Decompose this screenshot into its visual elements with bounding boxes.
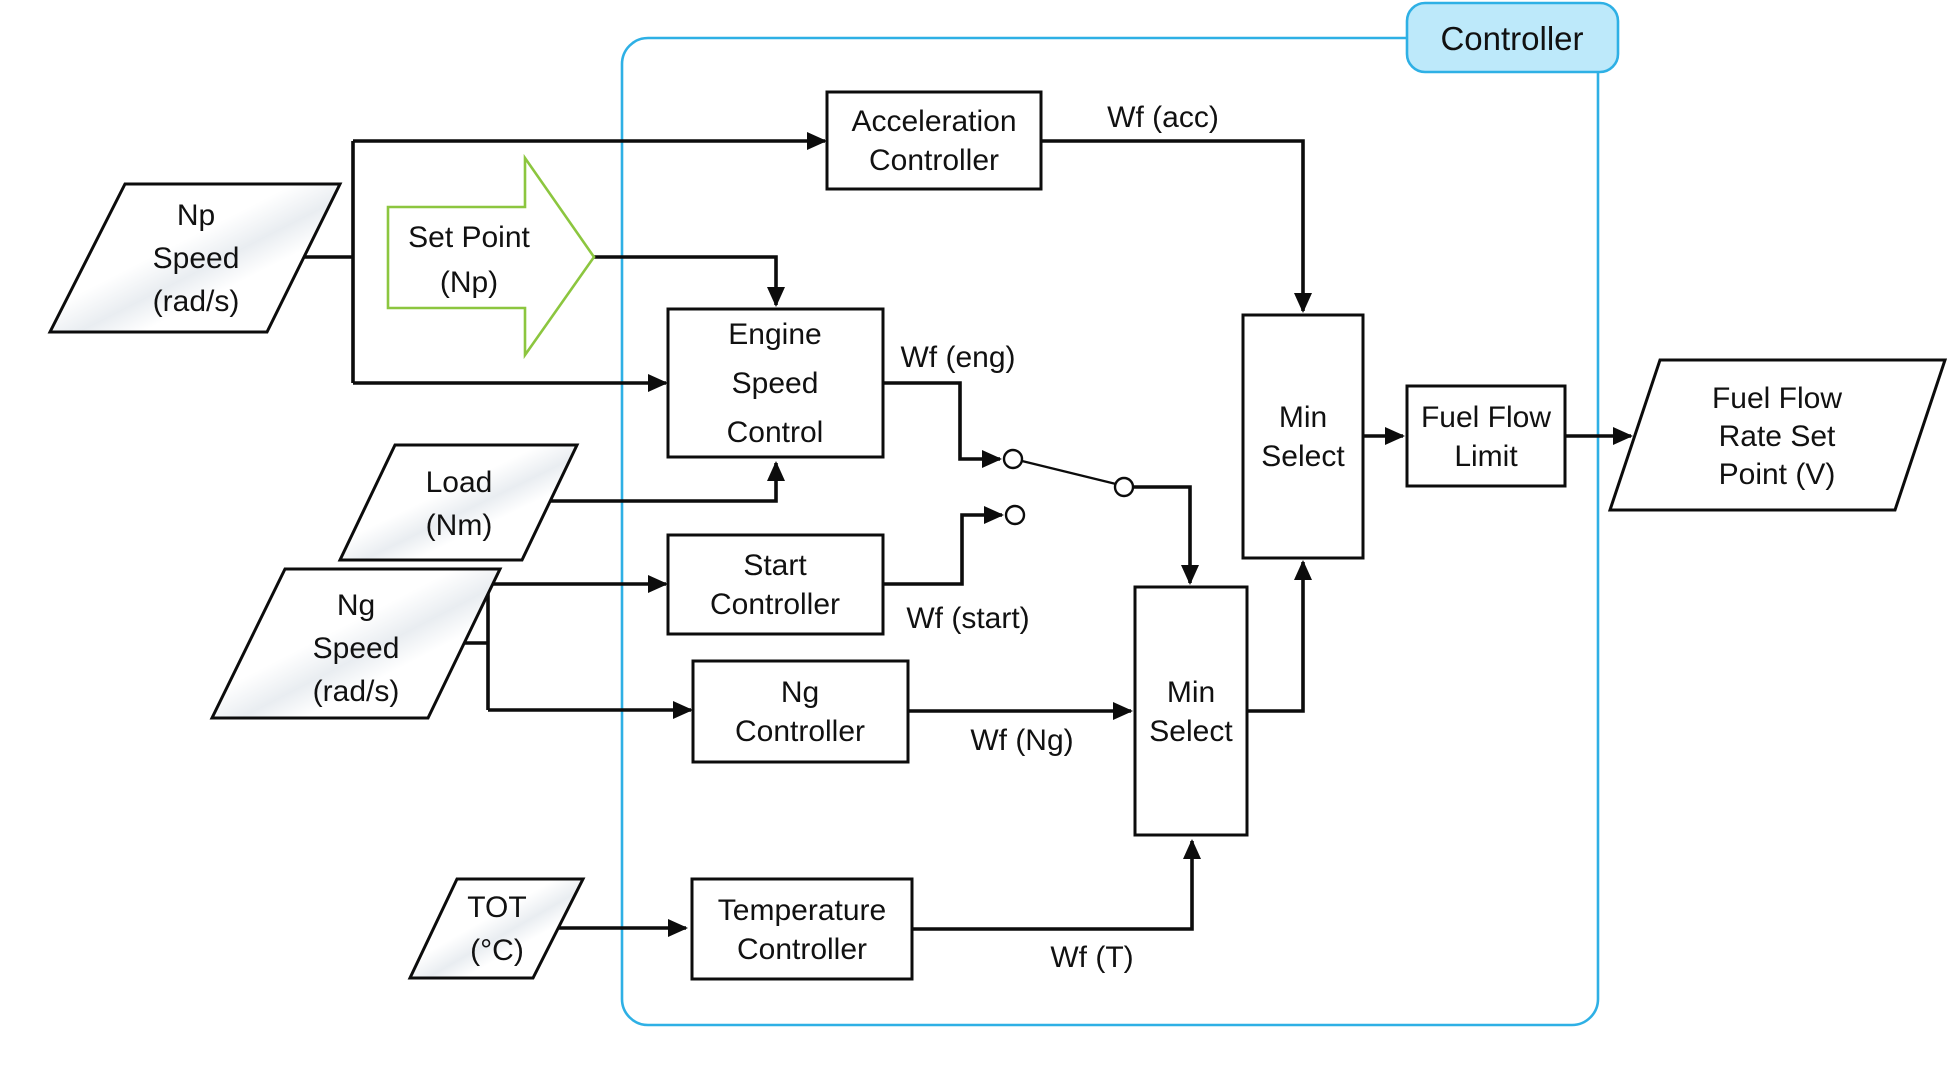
svg-text:Speed: Speed [153,242,240,275]
controller-badge-label: Controller [1440,20,1583,57]
svg-text:Speed: Speed [732,367,819,400]
svg-text:(°C): (°C) [470,934,524,967]
svg-text:Acceleration: Acceleration [851,105,1016,138]
block-engine-speed-control: Engine Speed Control [666,307,885,459]
svg-text:Rate Set: Rate Set [1719,420,1836,453]
block-ng-controller: Ng Controller [691,659,910,764]
svg-text:Start: Start [743,549,807,582]
svg-text:Fuel Flow: Fuel Flow [1421,401,1551,434]
input-np-speed: Np Speed (rad/s) [47,182,343,334]
connectors [304,132,1633,937]
load-to-engine-speed-line [550,461,785,503]
svg-text:Controller: Controller [869,144,999,177]
input-tot: TOT (°C) [407,877,586,980]
svg-text:Controller: Controller [737,933,867,966]
svg-text:Engine: Engine [728,318,821,351]
svg-text:(Nm): (Nm) [426,509,493,542]
input-load: Load (Nm) [337,443,580,562]
wf-start-label: Wf (start) [906,602,1029,635]
svg-text:Select: Select [1261,440,1345,473]
controller-boundary [620,36,1600,1027]
block-min-select-lower: Min Select [1133,585,1249,837]
set-point-arrow: Set Point (Np) [386,153,596,360]
block-min-select-upper: Min Select [1241,313,1365,560]
wf-ng-label: Wf (Ng) [970,724,1073,757]
svg-text:Ng: Ng [781,676,819,709]
tot-label: TOT [467,891,526,924]
svg-text:Temperature: Temperature [718,894,886,927]
setpoint-to-engine-speed-line [594,255,785,307]
wf-eng-line [883,381,1002,468]
svg-text:Min: Min [1167,676,1215,709]
input-ng-speed: Ng Speed (rad/s) [209,567,503,720]
wf-acc-label: Wf (acc) [1107,101,1219,134]
switch-blade [1021,459,1117,486]
block-start-controller: Start Controller [666,533,885,636]
svg-text:Min: Min [1279,401,1327,434]
svg-text:Point (V): Point (V) [1719,458,1836,491]
output-fuel-flow-rate-set-point: Fuel Flow Rate Set Point (V) [1607,358,1948,512]
svg-text:(Np): (Np) [440,266,498,299]
svg-text:Speed: Speed [313,632,400,665]
svg-text:Controller: Controller [735,715,865,748]
svg-text:Select: Select [1149,715,1233,748]
switch-terminal-eng [1002,448,1024,470]
min-to-min-line [1247,560,1312,713]
wf-acc-line [1041,139,1312,313]
ng-speed-label: Ng [337,589,375,622]
load-label: Load [426,466,493,499]
selector-switch [1002,448,1135,526]
controller-badge: Controller [1405,1,1620,74]
svg-text:Controller: Controller [710,588,840,621]
svg-text:Fuel Flow: Fuel Flow [1712,382,1842,415]
wf-t-line [912,839,1201,931]
block-fuel-flow-limit: Fuel Flow Limit [1405,384,1567,488]
ng-branch-trunk [464,584,490,710]
svg-text:(rad/s): (rad/s) [153,285,240,318]
set-point-label: Set Point [408,221,530,254]
np-speed-label: Np [177,199,215,232]
svg-text:Limit: Limit [1454,440,1518,473]
block-acceleration-controller: Acceleration Controller [825,90,1043,191]
wf-t-label: Wf (T) [1050,941,1133,974]
switch-to-min-select-line [1133,485,1199,585]
wf-start-line [883,506,1004,586]
switch-pole [1113,476,1135,498]
switch-terminal-start [1004,504,1026,526]
svg-text:(rad/s): (rad/s) [313,675,400,708]
wf-eng-label: Wf (eng) [900,341,1015,374]
svg-text:Control: Control [727,416,824,449]
np-branch-trunk [304,141,355,383]
block-temperature-controller: Temperature Controller [690,877,914,981]
